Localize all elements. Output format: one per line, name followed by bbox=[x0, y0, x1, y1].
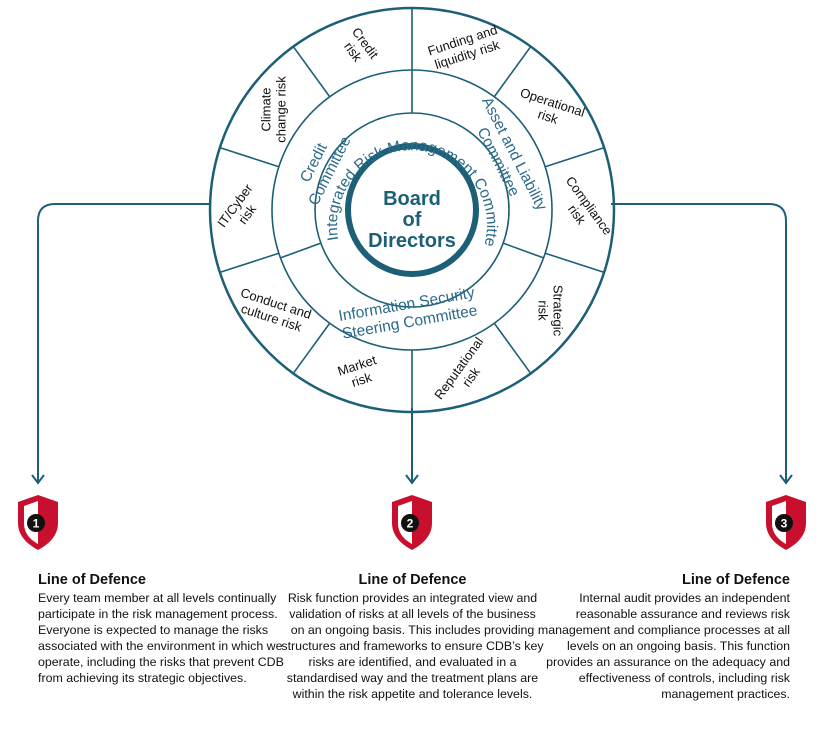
risk-dividers bbox=[219, 8, 605, 412]
board-ring bbox=[345, 143, 479, 277]
line-of-defence-3: Line of Defence Internal audit provides … bbox=[530, 572, 790, 702]
risk-divider bbox=[292, 46, 331, 98]
risk-label-reputational-line-1: Reputational bbox=[431, 334, 486, 402]
board-of-directors: Board of Directors bbox=[368, 188, 456, 252]
lod-3-text: Internal audit provides an independent r… bbox=[537, 591, 790, 701]
risk-divider bbox=[219, 146, 280, 168]
shield-icon-1: 1 bbox=[18, 495, 58, 550]
risk-label-climate-line-2: change risk bbox=[274, 76, 289, 143]
risk-divider bbox=[493, 322, 532, 374]
risk-divider bbox=[544, 252, 605, 274]
lod-1-text: Every team member at all levels continua… bbox=[38, 591, 284, 685]
shield-icon-3: 3 bbox=[766, 495, 806, 550]
risk-divider bbox=[219, 252, 280, 274]
board-line-1: Board bbox=[383, 188, 441, 210]
committee-divider bbox=[502, 242, 544, 259]
lod-1-title: Line of Defence bbox=[38, 572, 146, 588]
risk-label-operational-line-2: risk bbox=[536, 106, 560, 127]
risk-label-climate-line-1: Climate bbox=[259, 87, 274, 131]
lod-2-title: Line of Defence bbox=[358, 572, 467, 588]
arrow-head-2 bbox=[405, 474, 419, 485]
arrow-head-1 bbox=[31, 474, 45, 485]
board-line-3: Directors bbox=[368, 230, 456, 252]
risk-label-strategic-line-1: Strategic bbox=[550, 285, 565, 337]
shield-number-3: 3 bbox=[781, 517, 788, 531]
shield-number-2: 2 bbox=[407, 517, 414, 531]
shield-icons: 1 2 3 bbox=[18, 495, 806, 550]
shield-number-1: 1 bbox=[33, 517, 40, 531]
arrow-line-1 bbox=[37, 203, 211, 482]
line-of-defence-2: Line of Defence Risk function provides a… bbox=[281, 572, 544, 702]
arrow-head-3 bbox=[779, 474, 793, 485]
arrow-line-3 bbox=[611, 203, 787, 482]
lod-3-title: Line of Defence bbox=[682, 572, 790, 588]
governance-wheel bbox=[208, 6, 616, 414]
risk-label-market-line-2: risk bbox=[350, 369, 374, 390]
lod-2-text: Risk function provides an integrated vie… bbox=[281, 591, 544, 701]
connector-arrows bbox=[31, 203, 793, 485]
risk-divider bbox=[493, 46, 532, 98]
risk-divider bbox=[292, 322, 331, 374]
line-of-defence-1: Line of Defence Every team member at all… bbox=[38, 572, 298, 686]
shield-icon-2: 2 bbox=[392, 495, 432, 550]
risk-divider bbox=[544, 146, 605, 168]
risk-label-strategic-line-2: risk bbox=[535, 300, 550, 321]
committee-divider bbox=[280, 242, 322, 259]
board-line-2: of bbox=[403, 209, 422, 231]
committee-dividers bbox=[280, 70, 544, 259]
